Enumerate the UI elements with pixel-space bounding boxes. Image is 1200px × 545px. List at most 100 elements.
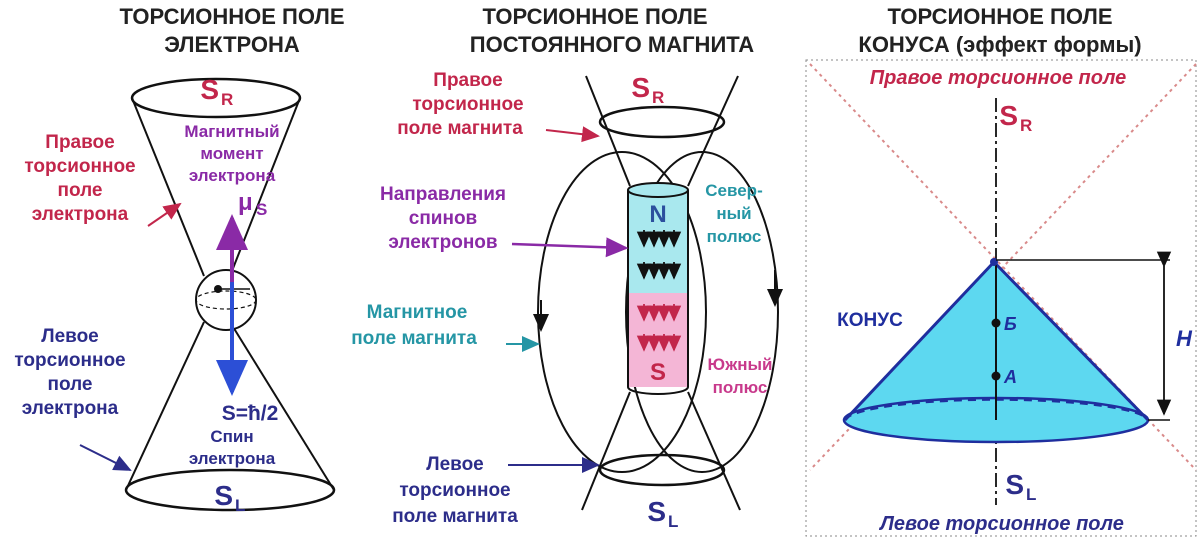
svg-text:полюс: полюс <box>707 227 762 246</box>
cone-left-edge <box>843 260 996 422</box>
svg-text:Магнитный: Магнитный <box>184 122 279 141</box>
magnetic-field-loop-left <box>537 151 707 473</box>
svg-text:Южный: Южный <box>707 355 772 374</box>
panel1-sl-subscript: L <box>235 496 245 515</box>
panel1-sl-label: S <box>214 480 233 511</box>
magnet-top-cap <box>627 182 689 198</box>
lower-cone-left-edge <box>125 321 205 491</box>
panel-electron: ТОРСИОННОЕ ПОЛЕ ЭЛЕКТРОНА S R S L Правое… <box>14 4 344 515</box>
panel3-right-field-label: Правое торсионное поле <box>870 67 1127 89</box>
torsion-diagonal-right <box>809 63 1197 471</box>
panel2-magnetic-field-label: Магнитное поле магнита <box>351 302 477 349</box>
svg-text:торсионное: торсионное <box>412 94 523 115</box>
panel3-sr-label: S <box>999 100 1018 131</box>
spin-arrows-south <box>636 304 682 352</box>
svg-text:торсионное: торсионное <box>399 480 510 501</box>
cone-right-edge <box>992 260 1150 422</box>
north-pole-label: Север- ный полюс <box>705 181 762 246</box>
electron-sphere <box>195 269 257 331</box>
cone-label: КОНУС <box>837 310 903 331</box>
magnet-upper-cone-left <box>585 75 631 187</box>
panel2-title-line1: ТОРСИОННОЕ ПОЛЕ <box>482 4 707 29</box>
svg-text:поле: поле <box>58 180 103 201</box>
spin-formula: S=ħ/2 <box>222 402 279 425</box>
svg-text:электрона: электрона <box>189 166 276 185</box>
north-pole-letter: N <box>649 201 666 228</box>
south-pole-label: Южный полюс <box>707 355 772 397</box>
panel2-sl-subscript: L <box>668 512 678 531</box>
height-label: H <box>1176 326 1193 351</box>
magnet-upper-rim <box>598 105 726 139</box>
svg-text:поле магнита: поле магнита <box>392 506 518 527</box>
point-a-label: А <box>1003 367 1017 387</box>
panel3-sl-label: S <box>1005 469 1024 500</box>
mu-symbol: μ <box>238 189 253 216</box>
panel2-spin-directions-arrow <box>511 237 629 258</box>
south-pole-letter: S <box>650 359 666 386</box>
svg-text:Левое: Левое <box>41 326 99 347</box>
svg-text:ный: ный <box>716 204 751 223</box>
svg-text:торсионное: торсионное <box>14 350 125 371</box>
svg-text:Правое: Правое <box>45 132 114 153</box>
panel3-title-line2: КОНУСА (эффект формы) <box>858 32 1141 57</box>
panel2-sr-subscript: R <box>652 88 664 107</box>
point-b <box>991 318 1001 328</box>
mu-subscript: S <box>256 200 267 219</box>
panel2-left-field-label: Левое торсионное поле магнита <box>392 454 518 527</box>
panel1-title-line2: ЭЛЕКТРОНА <box>164 32 300 57</box>
svg-text:момент: момент <box>200 144 263 163</box>
svg-text:поле магнита: поле магнита <box>397 118 523 139</box>
svg-text:Левое: Левое <box>426 454 484 475</box>
magnetic-field-loop-right <box>625 151 779 473</box>
svg-text:Магнитное: Магнитное <box>367 302 468 323</box>
svg-text:поле: поле <box>48 374 93 395</box>
panel1-moment-label: Магнитный момент электрона <box>184 122 279 185</box>
svg-text:торсионное: торсионное <box>24 156 135 177</box>
panel3-sr-subscript: R <box>1020 116 1032 135</box>
panel3-frame <box>805 59 1197 537</box>
upper-cone-left-edge <box>131 97 205 277</box>
panel2-right-field-arrow <box>545 126 600 143</box>
panel2-title-line2: ПОСТОЯННОГО МАГНИТА <box>470 32 755 57</box>
svg-text:Спин: Спин <box>210 427 253 446</box>
svg-text:электрона: электрона <box>22 398 119 419</box>
svg-text:электрона: электрона <box>32 204 129 225</box>
upper-cone-rim <box>130 77 302 119</box>
panel1-right-field-arrow <box>147 202 182 227</box>
lower-cone-rim <box>124 468 336 512</box>
electron-equator <box>195 290 257 310</box>
svg-text:полюс: полюс <box>713 378 768 397</box>
magnet-lower-rim <box>598 453 726 487</box>
panel2-sl-label: S <box>647 496 666 527</box>
svg-text:Север-: Север- <box>705 181 762 200</box>
svg-text:электрона: электрона <box>189 449 276 468</box>
svg-text:поле магнита: поле магнита <box>351 328 477 349</box>
cone-apex <box>990 258 998 266</box>
panel-cone: ТОРСИОННОЕ ПОЛЕ КОНУСА (эффект формы) Б … <box>805 4 1197 537</box>
panel2-right-field-label: Правое торсионное поле магнита <box>397 70 523 139</box>
panel-magnet: ТОРСИОННОЕ ПОЛЕ ПОСТОЯННОГО МАГНИТА N S <box>351 4 783 531</box>
magnet-lower-cone-left <box>581 391 631 511</box>
point-a <box>991 371 1001 381</box>
point-b-label: Б <box>1004 314 1017 334</box>
magnet-bottom-cap <box>627 386 689 395</box>
panel1-sr-label: S <box>200 74 219 105</box>
panel1-spin-label: Спин электрона <box>189 427 276 468</box>
svg-text:Направления: Направления <box>380 184 506 205</box>
panel3-left-field-label: Левое торсионное поле <box>878 513 1124 535</box>
panel1-title-line1: ТОРСИОННОЕ ПОЛЕ <box>119 4 344 29</box>
lower-cone-right-edge <box>229 321 335 491</box>
panel2-spin-directions-label: Направления спинов электронов <box>380 184 506 253</box>
svg-text:спинов: спинов <box>409 208 478 229</box>
panel1-left-field-label: Левое торсионное поле электрона <box>14 326 125 419</box>
svg-text:электронов: электронов <box>388 232 497 253</box>
svg-text:Правое: Правое <box>433 70 502 91</box>
panel3-title-line1: ТОРСИОННОЕ ПОЛЕ <box>887 4 1112 29</box>
panel1-right-field-label: Правое торсионное поле электрона <box>24 132 135 225</box>
panel1-left-field-arrow <box>79 444 132 471</box>
magnet-lower-cone-right <box>687 391 741 511</box>
panel2-sr-label: S <box>631 72 650 103</box>
panel3-sl-subscript: L <box>1026 485 1036 504</box>
